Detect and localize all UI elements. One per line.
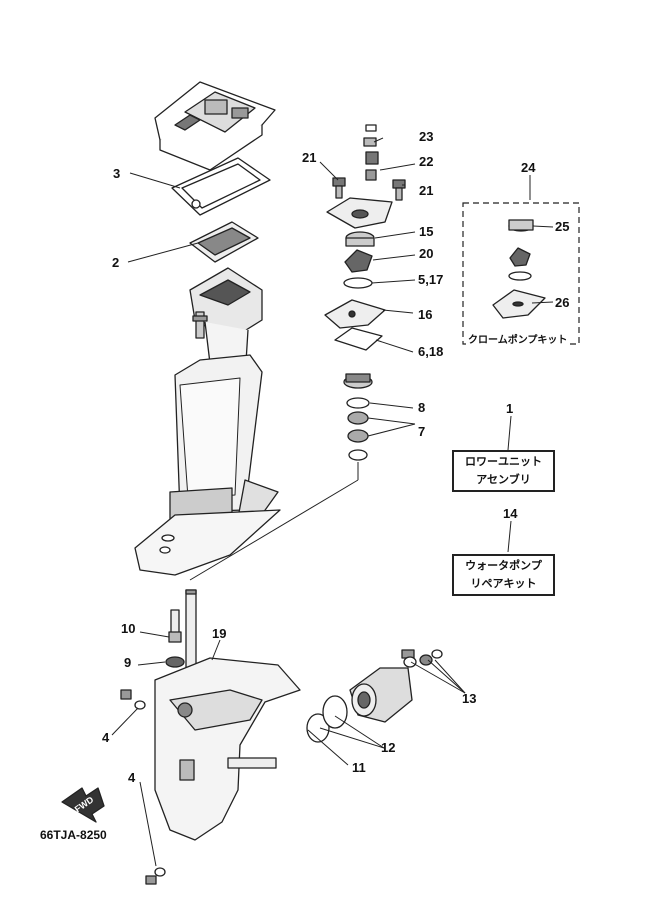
- plate-gasket: [334, 327, 383, 351]
- label-23: 23: [419, 129, 433, 144]
- water-pump-repair-kit-box: ウォータポンプ リペアキット: [452, 554, 555, 596]
- washer: [348, 449, 368, 461]
- pump-base: [343, 373, 373, 389]
- label-10: 10: [121, 621, 135, 636]
- box14-line2: リペアキット: [470, 577, 537, 590]
- label-20: 20: [419, 246, 433, 261]
- upper-mount-plate: [154, 81, 276, 171]
- label-12: 12: [381, 740, 395, 755]
- kit-part-25: [508, 219, 534, 232]
- label-25: 25: [555, 219, 569, 234]
- box1-line1: ロワーユニット: [465, 455, 542, 468]
- box14-line1: ウォータポンプ: [465, 559, 542, 572]
- label-15: 15: [419, 224, 433, 239]
- bolts-13: [401, 649, 443, 668]
- o-rings-12: [306, 695, 348, 743]
- label-9: 9: [124, 655, 131, 670]
- pump-housing: [326, 197, 393, 229]
- label-1: 1: [506, 401, 513, 416]
- label-24: 24: [521, 160, 536, 175]
- oil-seals-7: [347, 411, 369, 443]
- part-number-labels: 1 2 3 4 4 5,17 6,18 7 8 9 10 11 12 13 14…: [40, 129, 569, 842]
- impeller: [344, 249, 373, 273]
- label-2: 2: [112, 255, 119, 270]
- label-13: 13: [462, 691, 476, 706]
- lower-unit-assembly-box: ロワーユニット アセンブリ: [452, 450, 555, 492]
- pump-insert-cartridge: [345, 231, 375, 247]
- kit-gasket: [508, 271, 532, 281]
- label-11: 11: [352, 760, 366, 775]
- anti-cavitation-plate: [134, 509, 281, 576]
- label-4-lower: 4: [128, 770, 136, 785]
- leader-lines: [111, 137, 554, 867]
- drawing-code: 66TJA-8250: [40, 828, 107, 842]
- label-5-17: 5,17: [418, 272, 443, 287]
- propeller-shaft-housing: [349, 667, 413, 723]
- gearcase: [154, 657, 301, 841]
- fwd-arrow-icon: [61, 787, 105, 823]
- label-19: 19: [212, 626, 226, 641]
- label-21-left: 21: [302, 150, 316, 165]
- kit-part-26: [492, 289, 546, 319]
- plate-2: [189, 221, 259, 263]
- outer-plate: [324, 299, 386, 329]
- bolt-upper: [192, 311, 208, 339]
- label-3: 3: [113, 166, 120, 181]
- label-26: 26: [555, 295, 569, 310]
- chrome-pump-kit-label: クロームポンプキット: [466, 331, 570, 346]
- bolt-4-upper: [120, 689, 146, 710]
- label-4-upper: 4: [102, 730, 110, 745]
- label-21-right: 21: [419, 183, 433, 198]
- label-8: 8: [418, 400, 425, 415]
- label-6-18: 6,18: [418, 344, 443, 359]
- gasket-3: [171, 157, 271, 216]
- label-7: 7: [418, 424, 425, 439]
- bolt-4-lower: [145, 867, 166, 885]
- box1-line2: アセンブリ: [476, 473, 531, 486]
- label-22: 22: [419, 154, 433, 169]
- kit-impeller: [509, 247, 531, 267]
- lower-housing: [169, 354, 279, 531]
- label-14: 14: [503, 506, 518, 521]
- o-ring-8: [346, 397, 370, 409]
- label-16: 16: [418, 307, 432, 322]
- water-pump-bolts: [332, 124, 406, 201]
- pump-gasket: [343, 277, 373, 289]
